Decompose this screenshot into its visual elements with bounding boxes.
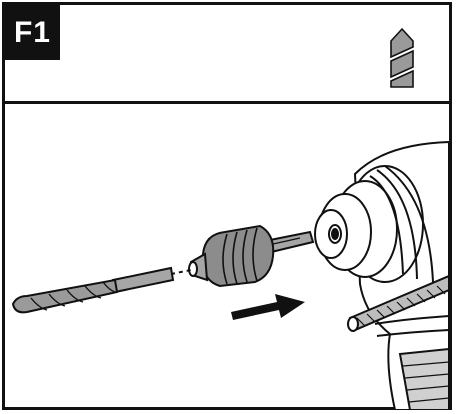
figure-header: F1 (5, 5, 449, 104)
drill-bit (13, 268, 173, 312)
figure-frame: F1 (2, 2, 452, 410)
chuck-adapter (189, 226, 313, 286)
direction-arrow (231, 294, 305, 320)
insertion-guide (171, 270, 191, 274)
drill-bit-icon (389, 27, 415, 89)
figure-label: F1 (5, 5, 60, 60)
hammer-drill (315, 142, 449, 410)
assembly-illustration (5, 104, 449, 410)
